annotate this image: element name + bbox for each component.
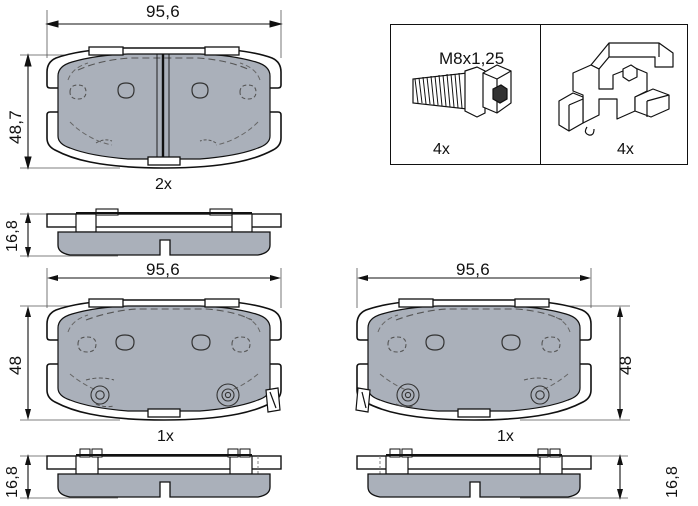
right-pad-sensor-tab — [355, 387, 371, 413]
bolt-thread-label: M8x1,25 — [439, 49, 505, 68]
left-pad-height-dimension: 48 — [6, 355, 25, 375]
top-thickness-dimension: 16,8 — [4, 220, 21, 252]
pad-retaining-tabs — [88, 46, 240, 166]
top-pad-pair-view — [20, 10, 283, 170]
left-pad-friction-material — [57, 305, 271, 412]
right-pad-quantity-label: 1x — [497, 428, 514, 445]
pad-pair-friction-material — [57, 53, 271, 160]
left-pad-width-dimension: 95,6 — [146, 260, 180, 279]
right-side-backing-plate — [356, 448, 592, 475]
right-pad-width-dimension: 95,6 — [456, 260, 490, 279]
left-side-friction-material — [57, 473, 271, 498]
top-width-dimension: 95,6 — [146, 2, 180, 21]
clip-quantity-label: 4x — [617, 141, 634, 158]
top-pad-side-view — [20, 208, 282, 258]
left-pad-sensor-tab — [265, 387, 281, 413]
left-pad-quantity-label: 1x — [157, 428, 174, 445]
bolt-quantity-label: 4x — [433, 141, 450, 158]
left-pad-retaining-tabs — [88, 298, 240, 418]
retaining-clip-icon — [558, 42, 674, 136]
right-single-pad-view — [355, 268, 630, 421]
right-pad-thickness-dimension: 16,8 — [664, 466, 681, 498]
right-side-friction-material — [367, 473, 581, 498]
left-pad-side-view — [20, 448, 282, 500]
side-friction-material — [57, 231, 271, 256]
right-pad-retaining-tabs — [398, 298, 550, 418]
left-single-pad-view — [20, 268, 282, 421]
side-backing-plate — [46, 208, 282, 233]
accessory-box: M8x1,25 — [390, 24, 688, 165]
right-pad-friction-material — [367, 305, 581, 412]
accessory-box-divider — [540, 25, 541, 164]
hex-flange-bolt-icon — [412, 64, 512, 118]
left-pad-thickness-dimension: 16,8 — [4, 466, 21, 498]
top-height-dimension: 48,7 — [6, 110, 25, 144]
right-pad-height-dimension: 48 — [616, 355, 635, 375]
left-side-backing-plate — [46, 448, 282, 475]
top-quantity-label: 2x — [155, 176, 172, 193]
right-pad-side-view — [356, 448, 628, 500]
